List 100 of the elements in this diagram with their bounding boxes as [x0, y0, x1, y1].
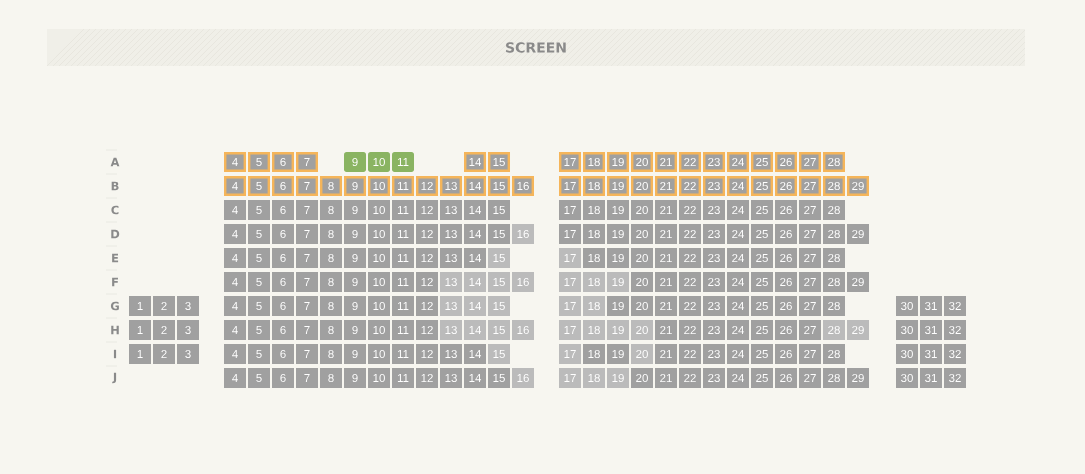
seat: 6 — [272, 368, 294, 388]
seat: 5 — [248, 368, 270, 388]
seat: 12 — [416, 320, 438, 340]
seat: 18 — [583, 368, 605, 388]
node-label: 15 — [493, 277, 505, 286]
seat: 13 — [440, 320, 462, 340]
seat: 27 — [799, 272, 821, 292]
seat: 21 — [655, 272, 677, 292]
seat: 21 — [655, 368, 677, 388]
node-label: 27 — [804, 325, 816, 335]
node-label: 25 — [756, 373, 768, 383]
seat: 4 — [224, 152, 246, 172]
node-label: 30 — [901, 373, 913, 383]
seat: 20 — [631, 200, 653, 220]
node-label: 18 — [588, 277, 600, 287]
seat: 12 — [416, 248, 438, 268]
node-label: 10 — [373, 349, 385, 359]
node-label: 17 — [564, 374, 576, 382]
seat: 5 — [248, 248, 270, 268]
seat: 14 — [464, 296, 486, 316]
seat: 5 — [248, 344, 270, 364]
seat: 8 — [320, 296, 342, 316]
node-label: 10 — [373, 373, 385, 383]
seat: 14 — [464, 200, 486, 220]
seat: 9 — [344, 224, 366, 244]
seat: 4 — [224, 296, 246, 316]
node-label: 9 — [352, 325, 358, 335]
node-label: 30 — [901, 325, 913, 335]
seat: 28 — [823, 152, 845, 172]
node-label: 14 — [469, 326, 482, 334]
node-label: 9 — [352, 157, 358, 167]
node-label: 15 — [493, 373, 505, 382]
node-label: 11 — [397, 374, 409, 382]
seat: 26 — [775, 368, 797, 388]
node-label: 26 — [780, 253, 792, 263]
node-label: 8 — [328, 253, 334, 263]
seat: 6 — [272, 320, 294, 340]
node-label: 10 — [373, 277, 385, 287]
node-label: 17 — [564, 278, 576, 286]
node-label: 27 — [804, 253, 816, 263]
node-label: 3 — [185, 349, 191, 359]
seat: 9 — [344, 368, 366, 388]
seat: 23 — [703, 320, 725, 340]
node-label: 28 — [828, 325, 840, 335]
node-label: 14 — [469, 254, 482, 262]
node-label: 11 — [397, 326, 409, 334]
row-label: H — [105, 317, 119, 335]
seat: 15 — [488, 272, 510, 292]
node-label: 21 — [660, 205, 672, 215]
seat: 30 — [896, 368, 918, 388]
seat: 13 — [440, 296, 462, 316]
seat: 15 — [488, 368, 510, 388]
seat: 23 — [703, 368, 725, 388]
seat: 14 — [464, 272, 486, 292]
node-label: 6 — [280, 325, 286, 335]
node-label: 23 — [708, 253, 720, 263]
node-label: 6 — [280, 301, 286, 311]
node-label: 32 — [949, 301, 961, 311]
node-label: 7 — [304, 326, 310, 334]
node-label: 23 — [708, 373, 720, 383]
seat: 7 — [296, 224, 318, 244]
node-label: 18 — [588, 349, 600, 359]
node-label: 12 — [421, 349, 433, 359]
node-label: 9 — [352, 301, 358, 311]
node-label: 25 — [756, 229, 768, 239]
seat: 1 — [129, 296, 151, 316]
node-label: 18 — [588, 301, 600, 311]
seat: 19 — [607, 200, 629, 220]
seat: 19 — [607, 320, 629, 340]
node-label: 29 — [852, 277, 864, 287]
seat: 17 — [559, 296, 581, 316]
node-label: 1 — [137, 350, 143, 358]
node-label: 11 — [397, 350, 409, 358]
seat: 23 — [703, 224, 725, 244]
node-label: 11 — [397, 254, 409, 262]
node-label: 22 — [684, 277, 696, 287]
seat: 15 — [488, 200, 510, 220]
seat: 5 — [248, 224, 270, 244]
seat: 28 — [823, 272, 845, 292]
seat: 17 — [559, 200, 581, 220]
node-label: 22 — [684, 301, 696, 311]
seat: 11 — [392, 320, 414, 340]
node-label: 31 — [925, 325, 937, 335]
node-label: 7 — [304, 278, 310, 286]
seat: 18 — [583, 272, 605, 292]
node-label: 7 — [304, 350, 310, 358]
seat: 2 — [153, 344, 175, 364]
node-label: 29 — [852, 229, 864, 239]
node-label: 27 — [804, 349, 816, 359]
node-label: 24 — [732, 349, 745, 359]
node-label: 7 — [304, 254, 310, 262]
seat: 27 — [799, 200, 821, 220]
seat: 15 — [488, 152, 510, 172]
node-label: 16 — [517, 325, 529, 335]
seat: 6 — [272, 248, 294, 268]
node-label: 14 — [469, 374, 482, 382]
node-label: 32 — [949, 349, 961, 359]
seat: 24 — [727, 200, 749, 220]
seat: 13 — [440, 344, 462, 364]
node-label: 26 — [780, 277, 792, 287]
